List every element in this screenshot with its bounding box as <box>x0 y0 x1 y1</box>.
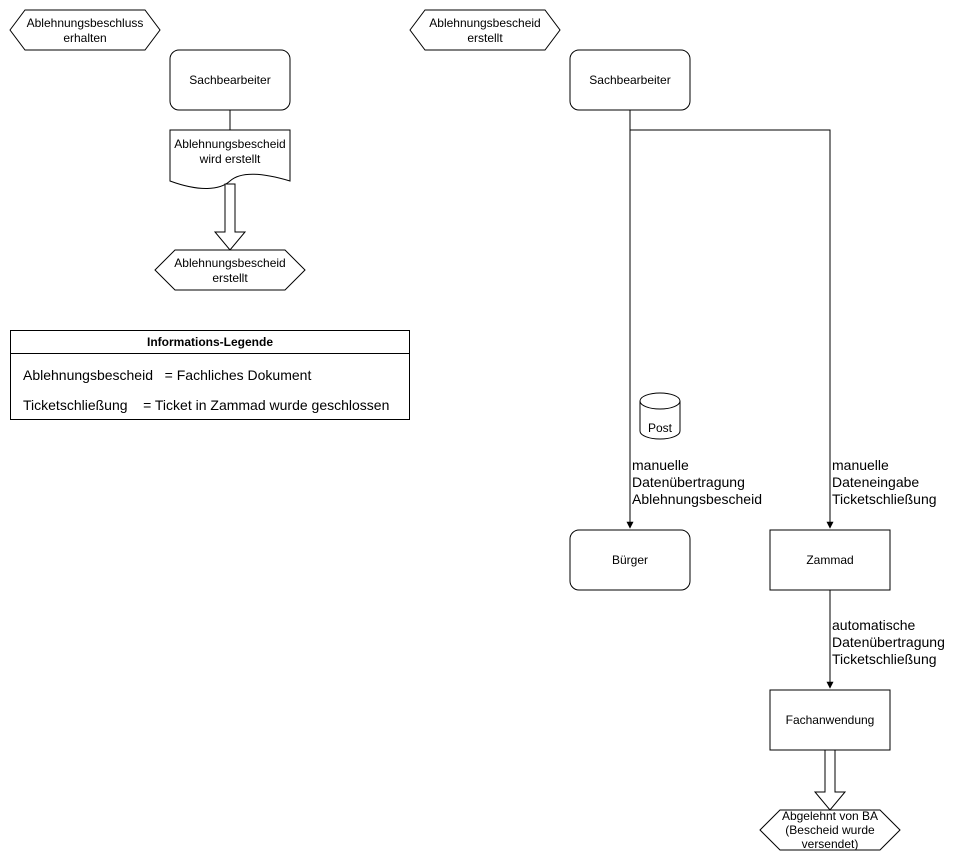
edge-label-zammad: manuelle Dateneingabe Ticketschließung <box>831 456 941 510</box>
edge-label-zammad-line-3: Ticketschließung <box>832 491 937 507</box>
post-storage-cylinder[interactable]: Post <box>639 392 681 440</box>
edge-label-fachanwendung: automatische Datenübertragung Ticketschl… <box>831 616 949 670</box>
left-actor-label: Sachbearbeiter <box>189 73 270 87</box>
left-start-event[interactable]: Ablehnungsbeschluss erhalten <box>9 9 161 51</box>
post-storage-label: Post <box>648 421 673 435</box>
fachanwendung-box[interactable]: Fachanwendung <box>769 689 891 751</box>
edge-label-buerger-line-3: Ablehnungsbescheid <box>632 491 762 507</box>
left-end-event[interactable]: Ablehnungsbescheid erstellt <box>154 249 306 291</box>
edge-label-zammad-line-1: manuelle <box>832 457 889 473</box>
left-end-event-line-2: erstellt <box>212 271 248 285</box>
edge-label-fachanwendung-line-1: automatische <box>832 617 915 633</box>
edge-label-zammad-line-2: Dateneingabe <box>832 474 919 490</box>
legend-row-dokument: Ablehnungsbescheid = Fachliches Dokument <box>23 367 312 383</box>
left-document-shape[interactable]: Ablehnungsbescheid wird erstellt <box>169 129 291 189</box>
buerger-label: Bürger <box>612 553 648 567</box>
right-block-arrow <box>813 749 847 811</box>
edge-label-fachanwendung-line-3: Ticketschließung <box>832 651 937 667</box>
edge-label-buerger: manuelle Datenübertragung Ablehnungsbesc… <box>631 456 765 510</box>
right-end-event-line-2: (Bescheid wurde <box>785 823 875 837</box>
edge-label-buerger-line-2: Datenübertragung <box>632 474 745 490</box>
edge-to-zammad <box>630 129 834 529</box>
edge-label-buerger-line-1: manuelle <box>632 457 689 473</box>
right-end-event[interactable]: Abgelehnt von BA (Bescheid wurde versend… <box>759 809 901 851</box>
right-actor-label: Sachbearbeiter <box>589 73 670 87</box>
right-start-event-line-2: erstellt <box>467 31 503 45</box>
left-end-event-line-1: Ablehnungsbescheid <box>174 256 285 270</box>
left-actor-box[interactable]: Sachbearbeiter <box>169 49 291 111</box>
buerger-box[interactable]: Bürger <box>569 529 691 591</box>
right-actor-box[interactable]: Sachbearbeiter <box>569 49 691 111</box>
left-document-line-1: Ablehnungsbescheid <box>174 137 285 151</box>
left-start-event-line-1: Ablehnungsbeschluss <box>27 16 144 30</box>
right-start-event[interactable]: Ablehnungsbescheid erstellt <box>409 9 561 51</box>
information-legend: Informations-Legende Ablehnungsbescheid … <box>10 330 410 420</box>
edge-label-fachanwendung-line-2: Datenübertragung <box>832 634 945 650</box>
right-end-event-line-3: versendet) <box>802 837 859 851</box>
left-start-event-line-2: erhalten <box>63 31 106 45</box>
legend-row-ticket: Ticketschließung = Ticket in Zammad wurd… <box>23 397 390 413</box>
right-end-event-line-1: Abgelehnt von BA <box>782 809 878 823</box>
zammad-box[interactable]: Zammad <box>769 529 891 591</box>
right-start-event-line-1: Ablehnungsbescheid <box>429 16 540 30</box>
left-document-line-2: wird erstellt <box>199 152 261 166</box>
legend-title: Informations-Legende <box>11 331 409 354</box>
left-block-arrow <box>213 183 247 251</box>
zammad-label: Zammad <box>806 553 853 567</box>
fachanwendung-label: Fachanwendung <box>786 713 875 727</box>
